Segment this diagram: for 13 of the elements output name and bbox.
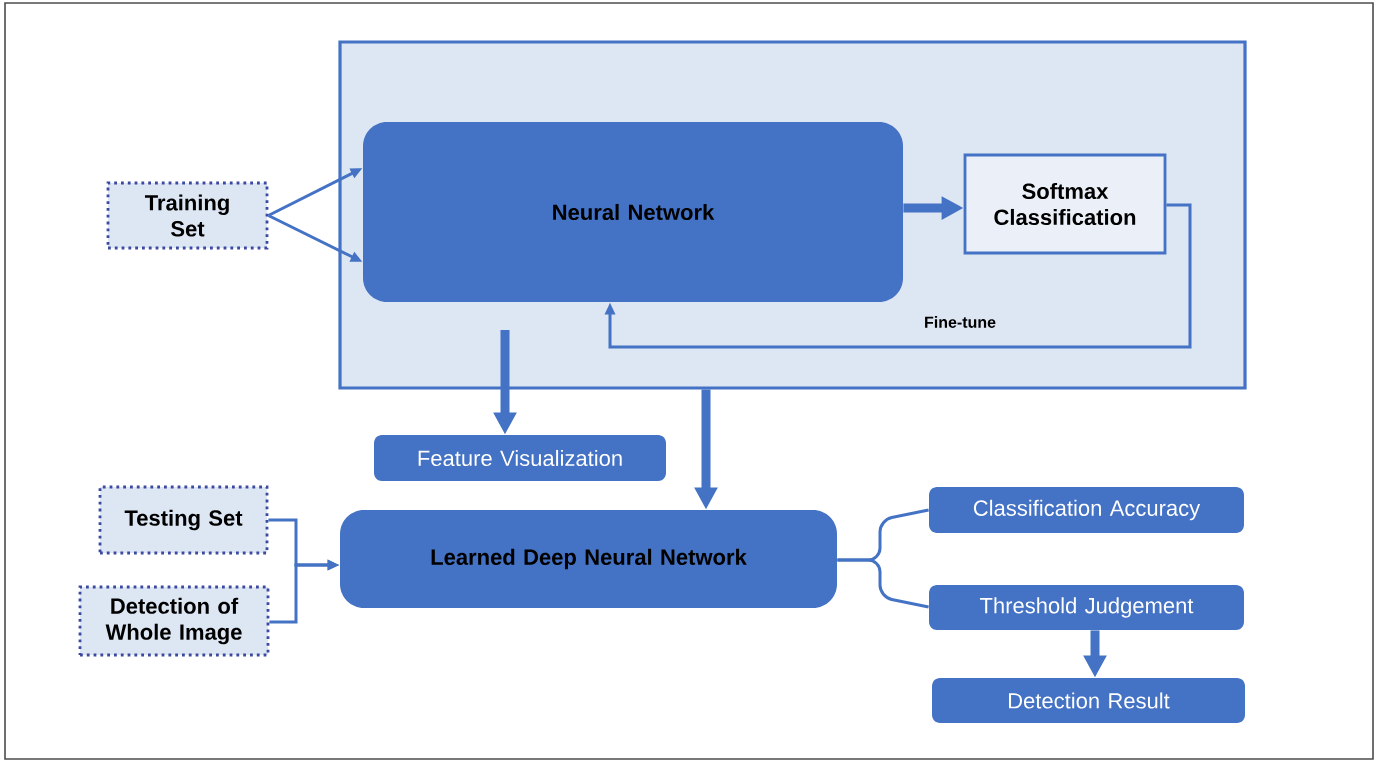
output-box: Feature Visualization: [374, 435, 666, 481]
edge-label: Fine-tune: [922, 314, 998, 330]
output-box: Threshold Judgement: [929, 585, 1244, 630]
network-box: Neural Network: [363, 122, 903, 302]
input-box: Training Set: [106, 181, 269, 250]
connector-line: [837, 558, 929, 609]
arrow: [604, 203, 1192, 349]
output-box: Detection Result: [932, 678, 1245, 723]
output-box: Classification Accuracy: [929, 487, 1244, 533]
input-box: Detection of Whole Image: [78, 585, 270, 657]
network-box: Learned Deep Neural Network: [340, 510, 837, 608]
input-box: Testing Set: [98, 485, 269, 555]
classifier-box: Softmax Classification: [963, 153, 1167, 255]
